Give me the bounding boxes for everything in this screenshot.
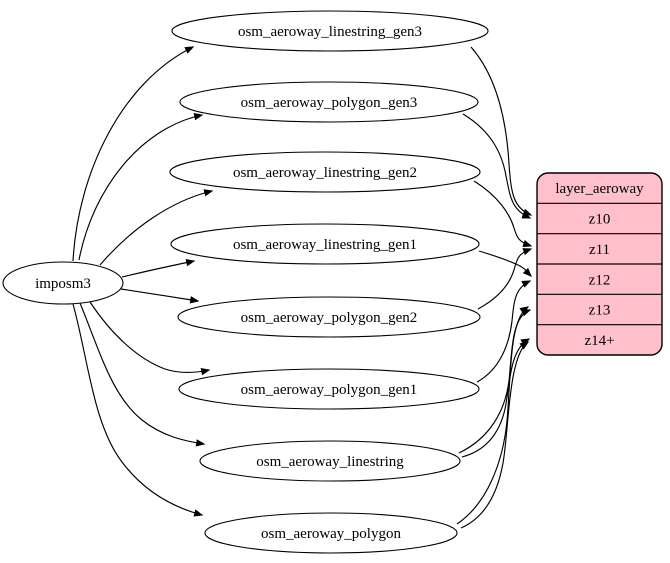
node-osm-aeroway-linestring-gen3: osm_aeroway_linestring_gen3 — [171, 10, 489, 52]
imposm3-label: imposm3 — [35, 276, 91, 292]
layer-row-z11: z11 — [589, 242, 610, 258]
edge-osm-aeroway-linestring-to-z14plus — [461, 338, 531, 458]
edge-imposm3-to-osm-aeroway-polygon-gen3 — [78, 113, 204, 261]
table-node-label: osm_aeroway_linestring_gen2 — [233, 165, 417, 181]
table-node-label: osm_aeroway_polygon_gen1 — [241, 382, 418, 398]
layer-row-z14plus: z14+ — [584, 333, 614, 349]
table-node-label: osm_aeroway_polygon — [261, 526, 401, 542]
layer-row-z13: z13 — [589, 303, 611, 319]
node-osm-aeroway-polygon-gen3: osm_aeroway_polygon_gen3 — [179, 81, 479, 123]
node-imposm3: imposm3 — [2, 261, 124, 305]
node-osm-aeroway-polygon: osm_aeroway_polygon — [204, 512, 458, 554]
node-osm-aeroway-linestring: osm_aeroway_linestring — [199, 440, 461, 482]
table-node-label: osm_aeroway_linestring — [256, 454, 404, 470]
node-osm-aeroway-polygon-gen1: osm_aeroway_polygon_gen1 — [178, 368, 480, 410]
node-osm-aeroway-polygon-gen2: osm_aeroway_polygon_gen2 — [177, 296, 481, 338]
edge-group — [72, 46, 214, 517]
edge-imposm3-to-osm-aeroway-linestring-gen2 — [99, 189, 214, 266]
edge-imposm3-to-osm-aeroway-polygon — [72, 303, 204, 517]
edge-imposm3-to-osm-aeroway-polygon-gen1 — [89, 301, 211, 376]
edge-imposm3-to-osm-aeroway-linestring — [79, 302, 206, 447]
table-node-label: osm_aeroway_polygon_gen3 — [241, 95, 418, 111]
layer-row-z12: z12 — [589, 272, 611, 288]
table-node-label: osm_aeroway_linestring_gen3 — [238, 24, 422, 40]
layer-row-z10: z10 — [589, 212, 611, 228]
edge-imposm3-to-osm-aeroway-linestring-gen1 — [121, 258, 196, 278]
edge-osm-aeroway-polygon-gen1-to-z12 — [476, 280, 532, 383]
edge-osm-aeroway-polygon-to-z14plus — [460, 341, 530, 529]
edge-osm-aeroway-linestring-gen1-to-z12 — [478, 250, 532, 277]
edge-group-layer — [456, 46, 533, 529]
layer-title: layer_aeroway — [555, 181, 644, 197]
edge-osm-aeroway-linestring-gen3-to-z10 — [470, 46, 533, 216]
table-node-label: osm_aeroway_linestring_gen1 — [233, 237, 417, 253]
edge-osm-aeroway-polygon-to-z13 — [456, 306, 530, 525]
node-osm-aeroway-linestring-gen1: osm_aeroway_linestring_gen1 — [170, 223, 480, 265]
node-layer-aeroway: layer_aeroway z10 z11 z12 z13 z14+ — [536, 172, 663, 356]
table-node-label: osm_aeroway_polygon_gen2 — [241, 310, 418, 326]
edge-osm-aeroway-polygon-gen2-to-z11 — [477, 248, 533, 310]
edge-osm-aeroway-linestring-gen2-to-z11 — [473, 180, 533, 248]
edge-imposm3-to-osm-aeroway-polygon-gen2 — [120, 288, 200, 304]
node-osm-aeroway-linestring-gen2: osm_aeroway_linestring_gen2 — [169, 151, 481, 193]
edge-osm-aeroway-polygon-gen3-to-z10 — [462, 113, 532, 219]
edge-imposm3-to-osm-aeroway-linestring-gen3 — [72, 46, 195, 262]
